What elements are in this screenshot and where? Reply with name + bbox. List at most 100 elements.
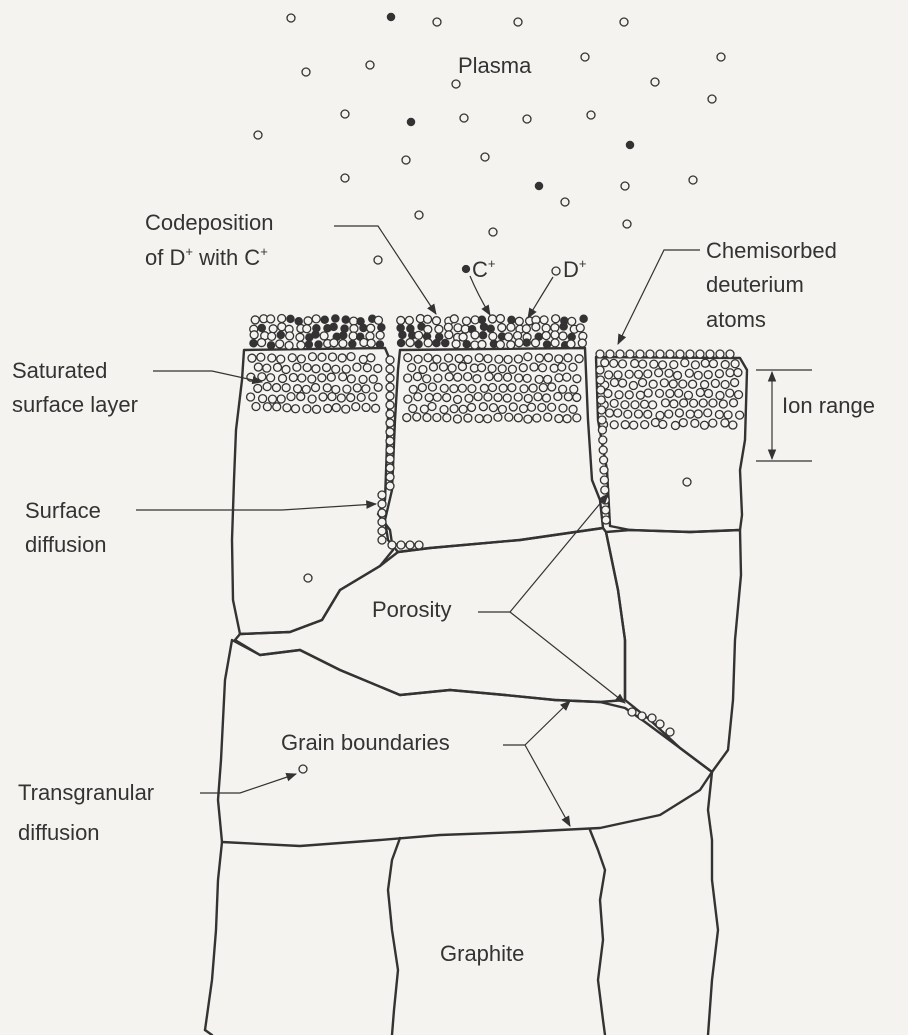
saturated-atom <box>495 355 503 363</box>
pore-wall-atom <box>386 410 394 418</box>
deuterium-ion <box>623 220 631 228</box>
saturated-atom <box>509 403 517 411</box>
chemisorbed-atom <box>686 350 694 358</box>
saturated-atom <box>312 384 320 392</box>
saturated-atom <box>650 360 658 368</box>
saturated-atom <box>357 393 365 401</box>
saturated-atom <box>564 354 572 362</box>
pore-wall-atom <box>378 518 386 526</box>
pore-atom <box>648 714 656 722</box>
deuterium-ion <box>302 68 310 76</box>
saturated-atom <box>458 363 466 371</box>
codeposited-deuterium <box>285 341 293 349</box>
saturated-atom <box>353 363 361 371</box>
saturated-atom <box>359 375 367 383</box>
saturated-atom <box>288 354 296 362</box>
saturated-atom <box>445 373 453 381</box>
codeposited-deuterium <box>578 339 586 347</box>
saturated-atom <box>694 410 702 418</box>
saturated-atom <box>297 355 305 363</box>
codeposited-deuterium <box>552 315 560 323</box>
deuterium-ion <box>481 153 489 161</box>
deuterium-ion <box>523 115 531 123</box>
chemisorbed-atom <box>646 350 654 358</box>
deuterium-ion <box>689 176 697 184</box>
saturated-atom <box>342 405 350 413</box>
deuterium-ion-label: D+ <box>563 256 586 282</box>
saturated-atom <box>691 419 699 427</box>
saturated-atom <box>440 405 448 413</box>
pore-wall-atom <box>602 516 610 524</box>
codeposited-carbon <box>305 341 312 348</box>
saturated-atom <box>248 354 256 362</box>
saturated-atom <box>420 405 428 413</box>
saturated-atom <box>731 379 739 387</box>
saturated-atom <box>533 414 541 422</box>
saturated-atom <box>544 413 552 421</box>
chemisorbed-atom <box>696 350 704 358</box>
codeposited-carbon <box>376 341 383 348</box>
saturated-atom <box>464 414 472 422</box>
codeposited-deuterium <box>454 324 462 332</box>
saturated-atom <box>634 410 642 418</box>
pore-wall-atom <box>378 500 386 508</box>
saturated-atom <box>440 363 448 371</box>
saturated-atom <box>464 355 472 363</box>
pore-wall-atom <box>601 486 609 494</box>
saturated-atom <box>263 364 271 372</box>
codeposited-deuterium <box>568 317 576 325</box>
pore-wall-atom <box>596 366 604 374</box>
codeposited-deuterium <box>297 341 305 349</box>
saturated-atom <box>409 385 417 393</box>
codeposited-carbon <box>349 340 356 347</box>
saturated-atom <box>735 391 743 399</box>
grain-bottom-divider-left <box>388 838 400 1035</box>
saturated-atom <box>625 370 633 378</box>
chemisorbed-atom <box>626 350 634 358</box>
saturated-atom <box>530 363 538 371</box>
saturated-atom <box>656 411 664 419</box>
saturated-atom <box>293 363 301 371</box>
saturated-atom <box>359 355 367 363</box>
saturated-atom <box>408 364 416 372</box>
grain-bottom-right <box>708 772 718 1035</box>
saturated-atom <box>538 403 546 411</box>
codeposited-carbon <box>258 324 265 331</box>
saturated-atom <box>277 395 285 403</box>
pore-wall-atom <box>386 473 394 481</box>
saturated-atom <box>327 373 335 381</box>
codeposited-carbon <box>321 316 328 323</box>
saturated-atom <box>670 400 678 408</box>
saturated-atom <box>267 374 275 382</box>
saturated-atom <box>696 389 704 397</box>
saturated-atom <box>644 370 652 378</box>
codeposited-deuterium <box>507 323 515 331</box>
saturated-atom <box>563 415 571 423</box>
saturated-label: Saturated <box>12 358 107 383</box>
saturated-atom <box>660 379 668 387</box>
pore-wall-atom <box>386 419 394 427</box>
codeposited-deuterium <box>450 315 458 323</box>
transgranular-annotation: Transgranular diffusion <box>18 774 296 845</box>
codeposited-carbon <box>397 339 404 346</box>
codeposited-deuterium <box>339 340 347 348</box>
codeposited-deuterium <box>286 332 294 340</box>
codeposited-deuterium <box>424 315 432 323</box>
chemisorbed-atom <box>716 350 724 358</box>
saturated-atom <box>656 389 664 397</box>
saturated-atom <box>666 390 674 398</box>
saturated-atom <box>559 385 567 393</box>
saturated-atom <box>686 410 694 418</box>
deuterium-ion <box>341 174 349 182</box>
codeposited-deuterium <box>576 324 584 332</box>
codeposited-deuterium <box>424 339 432 347</box>
deuterium-ion <box>587 111 595 119</box>
saturated-atom <box>418 384 426 392</box>
saturated-atom <box>700 421 708 429</box>
saturated-atom <box>259 395 267 403</box>
saturated-label-line2: surface layer <box>12 392 138 417</box>
saturated-atom <box>629 381 637 389</box>
codeposited-deuterium <box>496 341 504 349</box>
saturated-atom <box>374 383 382 391</box>
saturated-atom <box>485 373 493 381</box>
